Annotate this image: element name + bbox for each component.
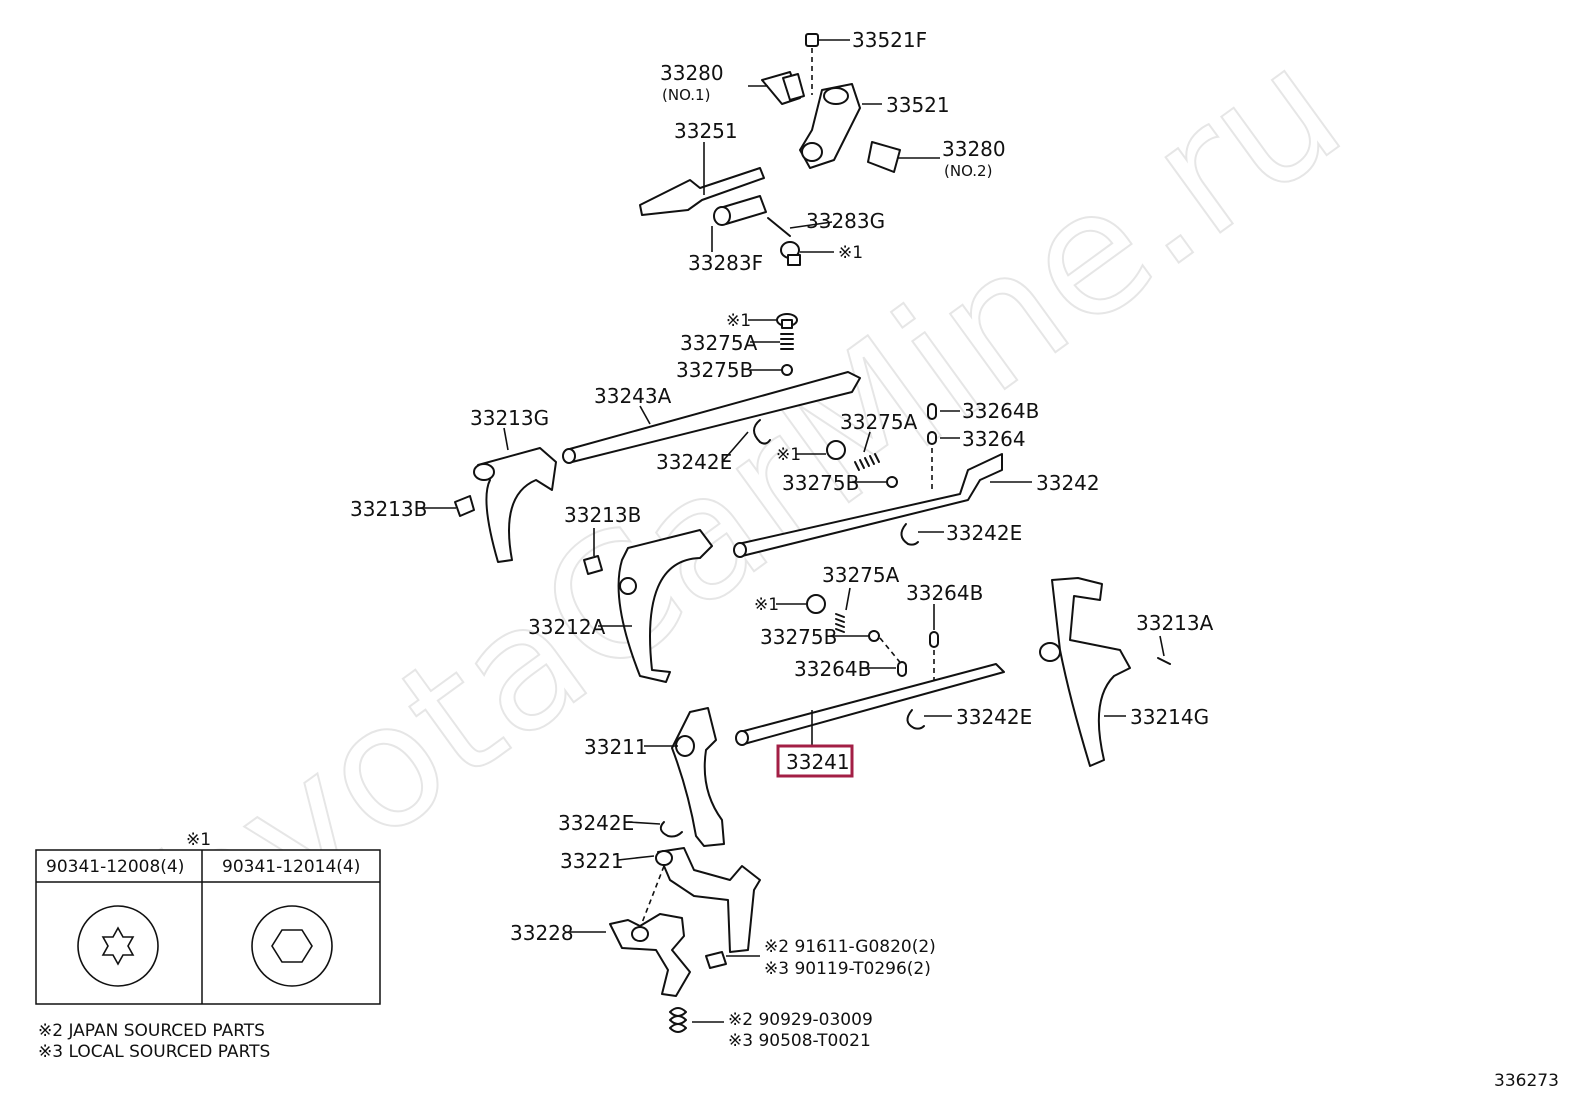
label-bolt-line2: ※3 90119-T0296(2) — [764, 959, 931, 979]
spring-90929-03009 — [669, 1007, 687, 1033]
note-japan-sourced: ※2 JAPAN SOURCED PARTS — [38, 1021, 265, 1041]
label-33264B-low: 33264B — [906, 581, 983, 605]
label-33214G: 33214G — [1130, 705, 1209, 729]
label-33275A-top: 33275A — [680, 331, 758, 355]
pin-33283G — [767, 217, 791, 237]
pin-33264B-low2 — [897, 661, 907, 677]
pin-33264B-top — [927, 403, 937, 420]
plug-33280-no2 — [867, 141, 901, 173]
label-33275A-mid: 33275A — [840, 410, 918, 434]
lever-33211 — [671, 707, 725, 847]
label-33242E-b: 33242E — [946, 521, 1022, 545]
label-33242E-c: 33242E — [956, 705, 1032, 729]
label-33275A-low: 33275A — [822, 563, 900, 587]
label-33221: 33221 — [560, 849, 624, 873]
label-mark1-d: ※1 — [754, 595, 779, 615]
bolt-33213B-left — [454, 495, 475, 517]
lever-33228 — [609, 913, 691, 997]
label-33213A: 33213A — [1136, 611, 1214, 635]
label-33280-no1-sub: (NO.1) — [662, 86, 710, 104]
legend-col2: 90341-12014(4) — [222, 857, 360, 877]
fork-33213G — [473, 447, 557, 563]
bolt-mark1-mid2 — [826, 440, 846, 460]
shift-head-33521 — [799, 83, 861, 169]
spring-33275A-top — [780, 333, 794, 350]
pin-33213A — [1157, 657, 1171, 665]
label-33275B-low: 33275B — [760, 625, 837, 649]
label-mark1-a: ※1 — [838, 243, 863, 263]
snap-ring-33242E-c — [906, 709, 925, 730]
shaft-33243A — [562, 371, 861, 464]
label-33283F: 33283F — [688, 251, 763, 275]
label-33213B-left: 33213B — [350, 497, 427, 521]
label-33280-no2-sub: (NO.2) — [944, 162, 992, 180]
pin-33264 — [927, 431, 937, 445]
plug-33280-no1 — [761, 71, 805, 105]
label-33264B-low2: 33264B — [794, 657, 871, 681]
bolt-mark1-top — [780, 241, 801, 266]
bolt-33213B-mid — [583, 555, 603, 575]
torx-screw-icon — [77, 905, 159, 987]
label-33242: 33242 — [1036, 471, 1100, 495]
note-local-sourced: ※3 LOCAL SOURCED PARTS — [38, 1042, 270, 1062]
label-33251: 33251 — [674, 119, 738, 143]
label-33280-no2: 33280 — [942, 137, 1006, 161]
hex-screw-icon — [251, 905, 333, 987]
label-33211: 33211 — [584, 735, 648, 759]
bolt-33521F — [805, 33, 819, 95]
label-33275B-top: 33275B — [676, 358, 753, 382]
label-mark1-c: ※1 — [776, 445, 801, 465]
bolt-91611-G0820 — [705, 951, 727, 969]
label-33243A: 33243A — [594, 384, 672, 408]
label-33264B-top: 33264B — [962, 399, 1039, 423]
legend-mark: ※1 — [186, 830, 211, 850]
highlight-box-33241 — [776, 744, 854, 778]
label-33264: 33264 — [962, 427, 1026, 451]
label-33241[interactable]: 33241 — [786, 750, 850, 774]
label-33212A: 33212A — [528, 615, 606, 639]
ball-33275B-top — [781, 364, 793, 376]
label-mark1-b: ※1 — [726, 311, 751, 331]
ball-33275B-mid — [886, 476, 898, 488]
fork-33214G — [1039, 577, 1131, 767]
label-33242E-d: 33242E — [558, 811, 634, 835]
label-33228: 33228 — [510, 921, 574, 945]
shaft-33242 — [733, 453, 1003, 558]
label-33280-no1: 33280 — [660, 61, 724, 85]
label-spring-line1: ※2 90929-03009 — [728, 1010, 873, 1030]
label-33521: 33521 — [886, 93, 950, 117]
label-spring-line2: ※3 90508-T0021 — [728, 1031, 871, 1051]
spring-33275A-mid — [854, 453, 880, 471]
label-33242E-a: 33242E — [656, 450, 732, 474]
diagram-number: 336273 — [1494, 1071, 1559, 1091]
label-33275B-mid: 33275B — [782, 471, 859, 495]
lever-33221 — [655, 847, 761, 953]
fork-33212A — [617, 529, 713, 683]
snap-ring-33242E-d — [659, 821, 683, 838]
shaft-33251 — [639, 167, 765, 216]
ball-33275B-low — [868, 630, 880, 642]
shaft-33241 — [735, 663, 1005, 746]
label-33521F: 33521F — [852, 28, 927, 52]
bolt-mark1-mid — [776, 313, 798, 329]
label-33283G: 33283G — [806, 209, 885, 233]
label-bolt-line1: ※2 91611-G0820(2) — [764, 937, 936, 957]
spring-33275A-low — [835, 613, 845, 633]
pin-33264B-low — [929, 631, 939, 648]
bolt-mark1-low — [806, 594, 826, 614]
snap-ring-33242E-b — [900, 523, 919, 546]
legend-col1: 90341-12008(4) — [46, 857, 184, 877]
pin-33283F — [713, 195, 767, 226]
label-33213G: 33213G — [470, 406, 549, 430]
label-33213B-mid: 33213B — [564, 503, 641, 527]
snap-ring-33242E-a — [753, 419, 771, 445]
